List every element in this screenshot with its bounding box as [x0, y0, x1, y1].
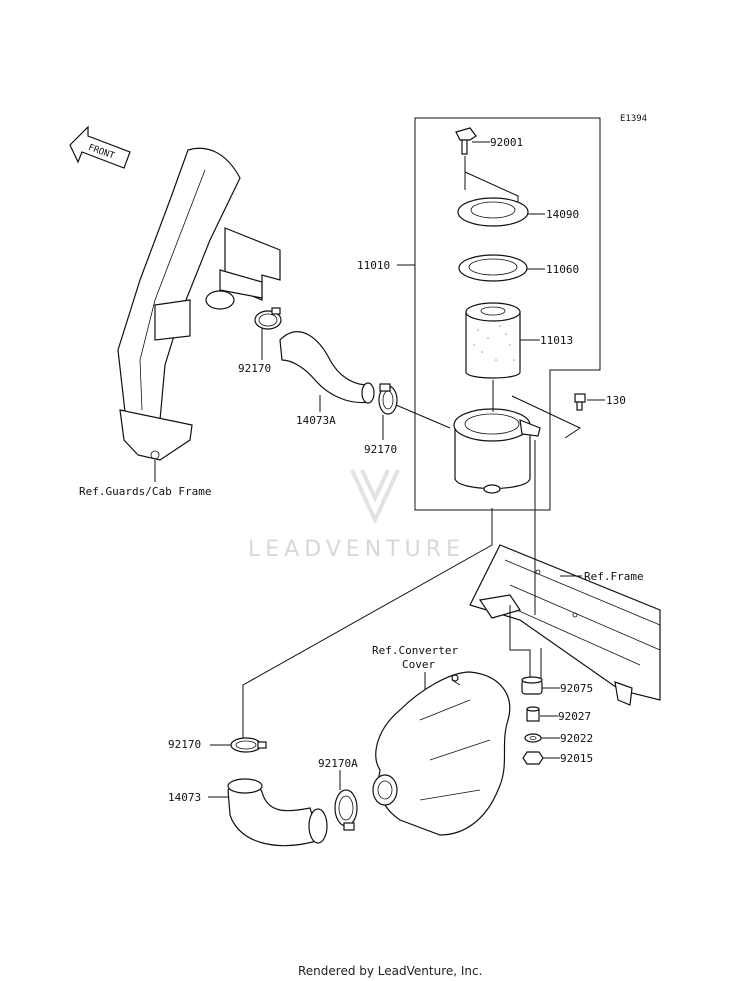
assembly-box-11010 — [414, 117, 601, 511]
label-92015: 92015 — [560, 752, 593, 765]
washer-92022 — [524, 733, 542, 743]
label-14073: 14073 — [168, 791, 201, 804]
clamp-92170-lower — [230, 737, 267, 753]
ref-frame: Ref.Frame — [584, 570, 644, 583]
filter-element-11013 — [465, 302, 521, 379]
clamp-92170-middle — [378, 383, 398, 415]
label-92170A: 92170A — [318, 757, 358, 770]
label-92075: 92075 — [560, 682, 593, 695]
label-92001: 92001 — [490, 136, 523, 149]
label-130: 130 — [606, 394, 626, 407]
label-11013: 11013 — [540, 334, 573, 347]
label-92170-middle: 92170 — [364, 443, 397, 456]
label-14090: 14090 — [546, 208, 579, 221]
wing-bolt-92001 — [455, 127, 477, 155]
converter-cover — [372, 671, 511, 836]
hose-14073A — [279, 331, 375, 404]
ref-guards-cab-frame: Ref.Guards/Cab Frame — [79, 485, 211, 498]
label-92027: 92027 — [558, 710, 591, 723]
watermark-text: LEADVENTURE — [248, 537, 465, 562]
clamp-92170A — [334, 789, 358, 831]
footer-credit: Rendered by LeadVenture, Inc. — [298, 964, 482, 978]
vehicle-frame — [469, 544, 661, 706]
cab-frame-tube — [117, 147, 281, 461]
ref-converter-cover-line2: Cover — [402, 658, 435, 671]
bolt-130 — [574, 393, 586, 411]
hose-14073 — [227, 778, 328, 847]
label-11010: 11010 — [357, 259, 390, 272]
air-cleaner-housing — [453, 408, 541, 494]
front-arrow-icon: FRONT — [69, 125, 131, 169]
diagram-code: E1394 — [620, 114, 647, 124]
collar-92027 — [526, 706, 540, 722]
cover-plate-14090 — [457, 197, 529, 227]
label-92170-upper: 92170 — [238, 362, 271, 375]
grommet-92075 — [521, 676, 543, 695]
gasket-11060 — [458, 254, 528, 282]
label-11060: 11060 — [546, 263, 579, 276]
nut-92015 — [522, 751, 544, 765]
label-92022: 92022 — [560, 732, 593, 745]
watermark: LEADVENTURE — [248, 469, 465, 562]
label-14073A: 14073A — [296, 414, 336, 427]
clamp-92170-upper — [254, 307, 282, 330]
ref-converter-cover-line1: Ref.Converter — [372, 644, 458, 657]
label-92170-lower: 92170 — [168, 738, 201, 751]
